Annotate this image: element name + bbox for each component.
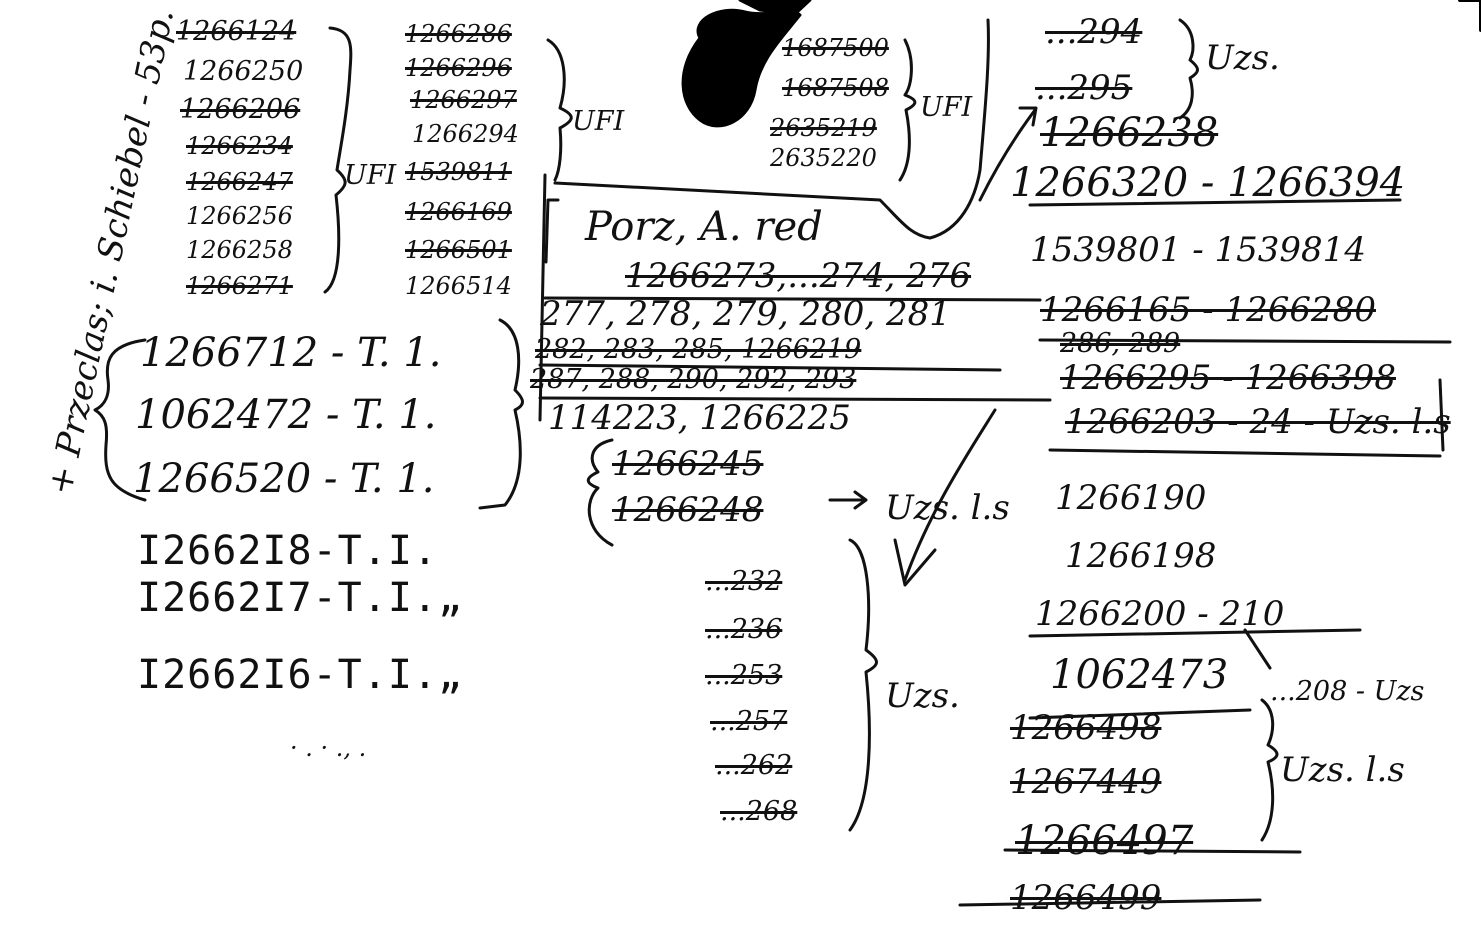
right-entry-5: 286, 289 [1060,328,1181,359]
right-bottom-4: 1266499 [1010,878,1162,918]
right-small-1: ...294 [1045,12,1143,52]
name-line-1: 1266273,...274, 276 [625,256,972,296]
bracket-group-brace [586,438,614,547]
typed-entry-2: I2662I7-T.I.„ [137,575,464,621]
corner-mark [1458,0,1481,32]
right-bottom-brace [1260,698,1279,842]
mid-entry-7: 1266501 [405,236,512,264]
left-entry-6: 1266256 [186,202,293,230]
right-entry-6: 1266295 - 1266398 [1060,358,1396,398]
right-bottom-2: 1267449 [1010,762,1162,802]
tl-brace [93,338,147,502]
name-line-2: 277, 278, 279, 280, 281 [540,294,951,334]
top-entry-4: 2635220 [770,144,877,172]
middle-entry-1: ...232 [705,566,783,597]
right-small-2: ...295 [1035,68,1133,108]
top-entry-3: 2635219 [770,114,877,142]
mid-entry-4: 1266294 [412,120,519,148]
top-brace [898,38,917,182]
line-f [1028,628,1362,638]
tl-entry-1: 1266712 - T. 1. [140,330,442,376]
typed-entry-1: I2662I8-T.I. [137,528,438,574]
right-entry-3: 1539801 - 1539814 [1030,230,1366,270]
right-lower-4: 1062473 [1050,652,1229,698]
middle-entry-3: ...253 [705,660,783,691]
line-b [543,296,1042,302]
middle-entry-6: ...268 [720,796,798,827]
tl-entry-2: 1062472 - T. 1. [135,392,437,438]
top-label: UFI [920,92,973,123]
right-top-brace [1178,18,1199,120]
right-entry-4: 1266165 - 1266280 [1040,290,1376,330]
right-lower-1: 1266190 [1055,478,1207,518]
mid-entry-1: 1266286 [405,20,512,48]
right-entry-1: 1266238 [1040,110,1219,156]
name-line-3: 282, 283, 285, 1266219 [535,334,862,365]
mid-entry-5: 1539811 [405,158,512,186]
line-e [538,396,1052,402]
line-h [1003,848,1302,854]
right-entry-7: 1266203 - 24 - Uzs. l.s [1065,402,1451,442]
name-line-4: 287, 288, 290, 292, 293 [530,364,857,395]
top-entry-1: 1687500 [782,34,889,62]
diag-tick [1243,628,1272,670]
right-lower-3: 1266200 - 210 [1035,594,1285,634]
ink-blot [681,8,802,128]
middle-entry-5: ...262 [715,750,793,781]
tl-brace-right [478,318,524,510]
right-bottom-3: 1266497 [1015,818,1194,864]
middle-brace [848,538,878,832]
typed-dots: · . · ., . [290,734,367,762]
bracket-entry-2: 1266248 [612,490,764,530]
far-right-note: ...208 - Uzs [1270,676,1425,707]
left-entry-4: 1266234 [186,132,293,160]
mid-label: UFI [572,106,625,137]
right-top-label: Uzs. [1205,38,1280,78]
right-bottom-label: Uzs. l.s [1280,750,1405,790]
tl-entry-3: 1266520 - T. 1. [133,456,435,502]
middle-entry-4: ...257 [710,706,788,737]
mid-entry-8: 1266514 [405,272,512,300]
typed-entry-3: I2662I6-T.I.„ [137,652,464,698]
bracket-entry-1: 1266245 [612,444,764,484]
line-d [538,363,1002,372]
left-entry-1: 1266124 [176,16,297,47]
right-lower-2: 1266198 [1065,536,1217,576]
name-box [553,18,990,240]
mid-entry-3: 1266297 [410,86,517,114]
name-box-left [538,173,547,422]
arrow-right-small [828,490,868,510]
arrow-down [903,408,997,582]
left-entry-8: 1266271 [186,272,293,300]
top-entry-2: 1687508 [782,74,889,102]
left-entry-2: 1266250 [183,56,304,87]
left-label: UFI [344,160,397,191]
line-c [1038,338,1452,344]
bracket-left [544,198,560,264]
arrow-to-name [978,108,1037,202]
line-g [1028,708,1252,720]
left-entry-3: 1266206 [180,94,301,125]
middle-label: Uzs. [885,676,960,716]
name-line-5: 114223, 1266225 [548,398,851,438]
right-bottom-1: 1266498 [1010,708,1162,748]
bracket-label: Uzs. l.s [885,488,1010,528]
person-name: Porz, A. red [585,204,823,250]
right-vertical [1438,378,1445,452]
right-entry-2: 1266320 - 1266394 [1010,160,1406,206]
line-a [1028,198,1402,207]
middle-entry-2: ...236 [705,614,783,645]
line-i [958,898,1262,907]
mid-brace [546,38,573,182]
left-brace [323,26,353,294]
left-entry-7: 1266258 [186,236,293,264]
mid-entry-2: 1266296 [405,54,512,82]
top-smear [738,0,812,16]
line-j [1048,448,1442,458]
mid-entry-6: 1266169 [405,198,512,226]
left-entry-5: 1266247 [186,168,293,196]
